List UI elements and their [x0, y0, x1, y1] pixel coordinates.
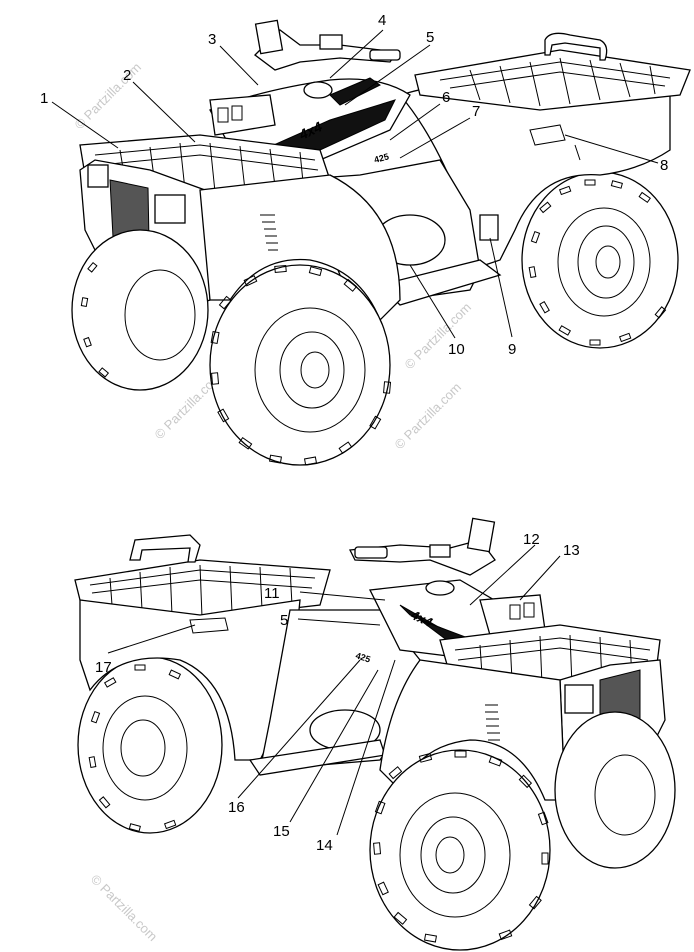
callout-5: 5	[426, 29, 434, 46]
rear-left-wheel	[77, 656, 223, 834]
watermark-text: © Partzilla.com	[392, 380, 465, 453]
front-fender-bottom	[379, 659, 566, 801]
atv-bottom-illustration: 4x4 425	[74, 517, 676, 951]
front-fender	[199, 174, 401, 322]
callout-11: 11	[264, 585, 280, 602]
callout-1: 1	[40, 90, 48, 107]
callout-17: 17	[95, 659, 112, 676]
callout-5-bottom: 5	[280, 612, 288, 629]
bottom-callouts: 11 12 13 5 14 15 16 17	[95, 531, 580, 854]
callout-4: 4	[378, 12, 386, 29]
front-left-wheel	[71, 229, 209, 391]
front-wheel-far	[554, 711, 676, 869]
callout-10: 10	[448, 341, 465, 358]
callout-15: 15	[273, 823, 290, 840]
callout-2: 2	[123, 67, 131, 84]
callout-13: 13	[563, 542, 580, 559]
callout-12: 12	[523, 531, 540, 548]
callout-7: 7	[472, 103, 480, 120]
watermark-text: © Partzilla.com	[88, 872, 161, 945]
rear-right-wheel	[521, 171, 679, 349]
front-right-wheel	[209, 264, 392, 466]
decal-425-label: 425	[373, 151, 390, 165]
handlebar	[254, 19, 401, 71]
handlebar-bottom	[348, 517, 496, 576]
rear-fender-bottom	[79, 599, 301, 761]
callout-8: 8	[660, 157, 668, 174]
callout-16: 16	[228, 799, 245, 816]
callout-6: 6	[442, 89, 450, 106]
atv-top-illustration: 4x4 425	[71, 19, 691, 466]
callout-3: 3	[208, 31, 216, 48]
top-callouts: 1 2 3 4 5 6 7 8 9 10	[40, 12, 668, 358]
rear-rack	[414, 32, 691, 111]
callout-14: 14	[316, 837, 333, 854]
watermark-text: © Partzilla.com	[72, 60, 145, 133]
callout-9: 9	[508, 341, 516, 358]
front-wheel-near	[369, 749, 551, 951]
